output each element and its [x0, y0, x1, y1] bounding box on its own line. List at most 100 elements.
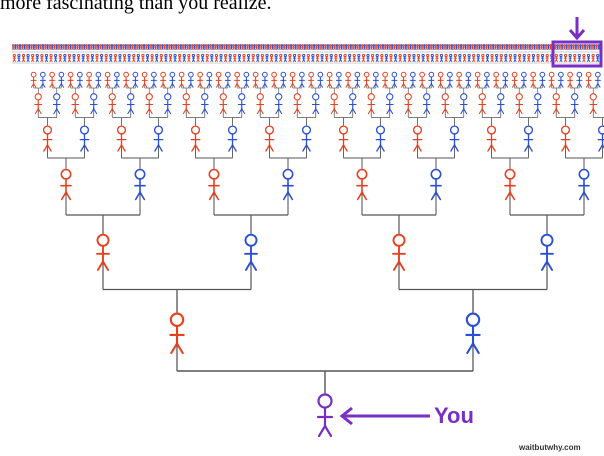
- ancestor-figure-male: [465, 71, 472, 88]
- ancestor-figure-female: [345, 71, 352, 88]
- ancestor-figure-male: [428, 71, 435, 88]
- ancestor-figure-female: [425, 44, 428, 50]
- ancestor-figure-female: [485, 44, 488, 50]
- ancestor-figure-male: [83, 44, 86, 50]
- ancestor-figure-female: [563, 53, 568, 62]
- ancestor-figure-female: [388, 44, 392, 50]
- ancestor-figure-female: [11, 44, 15, 50]
- ancestor-figure-female: [521, 44, 525, 50]
- ancestor-figure-male: [37, 44, 40, 50]
- ancestor-figure-male: [265, 53, 269, 62]
- ancestor-figure-male: [320, 53, 324, 62]
- ancestor-figure-female: [474, 71, 481, 88]
- ancestor-figure-female: [545, 53, 549, 62]
- ancestor-figure-male: [377, 44, 380, 50]
- ancestor-figure-male: [237, 53, 242, 62]
- ancestor-figure-female: [232, 44, 235, 50]
- ancestor-figure-female: [150, 53, 154, 62]
- ancestor-figure-male: [372, 71, 379, 88]
- ancestor-figure-female: [49, 53, 53, 62]
- ancestor-figure-female: [324, 53, 329, 62]
- ancestor-figure-female: [595, 44, 598, 50]
- ancestor-figure-male: [335, 71, 342, 88]
- ancestor-figure-male: [467, 53, 471, 62]
- ancestor-figure-female: [80, 44, 84, 50]
- ancestor-figure-female: [448, 44, 451, 50]
- ancestor-figure-male: [216, 44, 219, 50]
- ancestor-figure-male: [206, 71, 213, 88]
- ancestor-figure-female: [219, 93, 228, 115]
- ancestor-figure-female: [209, 44, 212, 50]
- ancestor-figure-female: [490, 53, 494, 62]
- ancestor-figure-female: [411, 44, 415, 50]
- ancestor-figure-male: [393, 53, 398, 62]
- ancestor-figure-male: [101, 44, 104, 50]
- ancestor-figure-male: [312, 44, 316, 50]
- ancestor-figure-female: [499, 53, 503, 62]
- ancestor-figure-male: [219, 53, 223, 62]
- ancestor-figure-male: [60, 44, 63, 50]
- ancestor-figure-female: [435, 53, 439, 62]
- highlight-annotation: [551, 17, 603, 68]
- ancestor-figure-male: [276, 44, 279, 50]
- ancestor-figure-male: [187, 71, 194, 88]
- ancestor-figure-male: [243, 44, 247, 50]
- ancestor-figure-female: [426, 53, 430, 62]
- ancestor-figure-female: [301, 44, 304, 50]
- ancestor-figure-female: [527, 53, 531, 62]
- ancestor-figure-female: [591, 53, 595, 62]
- ancestor-figure-female: [197, 71, 204, 88]
- ancestor-figure-male: [184, 44, 187, 50]
- ancestor-figure-female: [76, 44, 79, 50]
- ancestor-figure-male: [358, 44, 362, 50]
- ancestor-figure-male: [449, 125, 460, 152]
- ancestor-figure-male: [292, 53, 297, 62]
- ancestor-figure-female: [21, 53, 26, 62]
- ancestor-figure-male: [132, 71, 139, 88]
- ancestor-figure-male: [391, 71, 398, 88]
- ancestor-figure-male: [237, 93, 246, 115]
- ancestor-figure-male: [285, 44, 288, 50]
- ancestor-figure-male: [153, 125, 164, 152]
- ancestor-figure-female: [419, 71, 426, 88]
- ancestor-figure-female: [439, 44, 442, 50]
- ancestor-figure-female: [252, 71, 259, 88]
- ancestor-figure-male: [329, 53, 333, 62]
- ancestor-figure-female: [141, 71, 148, 88]
- ancestor-figure-male: [409, 44, 412, 50]
- ancestor-figure-female: [380, 53, 384, 62]
- ancestor-figure-male: [395, 44, 398, 50]
- ancestor-figure-female: [71, 93, 80, 115]
- ancestor-figure-male: [513, 53, 517, 62]
- ancestor-figure-female: [246, 44, 249, 50]
- ancestor-figure-female: [503, 44, 506, 50]
- ancestor-figure-male: [64, 44, 68, 50]
- ancestor-figure-male: [119, 44, 123, 50]
- ancestor-figure-male: [311, 93, 320, 115]
- ancestor-figure-male: [302, 53, 306, 62]
- ancestor-figure-female: [540, 44, 543, 50]
- caption-text: more fascinating than you realize.: [0, 0, 272, 14]
- ancestor-figure-male: [35, 53, 39, 62]
- ancestor-figure-female: [338, 125, 349, 152]
- ancestor-figure-male: [95, 71, 102, 88]
- ancestor-figure-female: [498, 44, 502, 50]
- ancestor-figure-male: [482, 44, 486, 50]
- ancestor-figure-male: [349, 44, 353, 50]
- ancestor-figure-female: [279, 53, 283, 62]
- ancestor-figure-female: [517, 44, 520, 50]
- ancestor-figure-female: [292, 44, 295, 50]
- ancestor-figure-male: [514, 44, 518, 50]
- ancestor-figure-male: [52, 93, 61, 115]
- ancestor-figure-male: [136, 53, 141, 62]
- ancestor-figure-female: [493, 71, 500, 88]
- ancestor-figure-female: [30, 71, 37, 88]
- ancestor-figure-female: [530, 71, 537, 88]
- credit-text: waitbutwhy.com: [519, 443, 581, 452]
- ancestor-figure-female: [58, 53, 62, 62]
- ancestor-figure-female: [196, 53, 200, 62]
- ancestor-figure-female: [393, 44, 396, 50]
- ancestor-figure-male: [246, 53, 251, 62]
- ancestor-figure-female: [356, 44, 359, 50]
- ancestor-figure-female: [269, 53, 274, 62]
